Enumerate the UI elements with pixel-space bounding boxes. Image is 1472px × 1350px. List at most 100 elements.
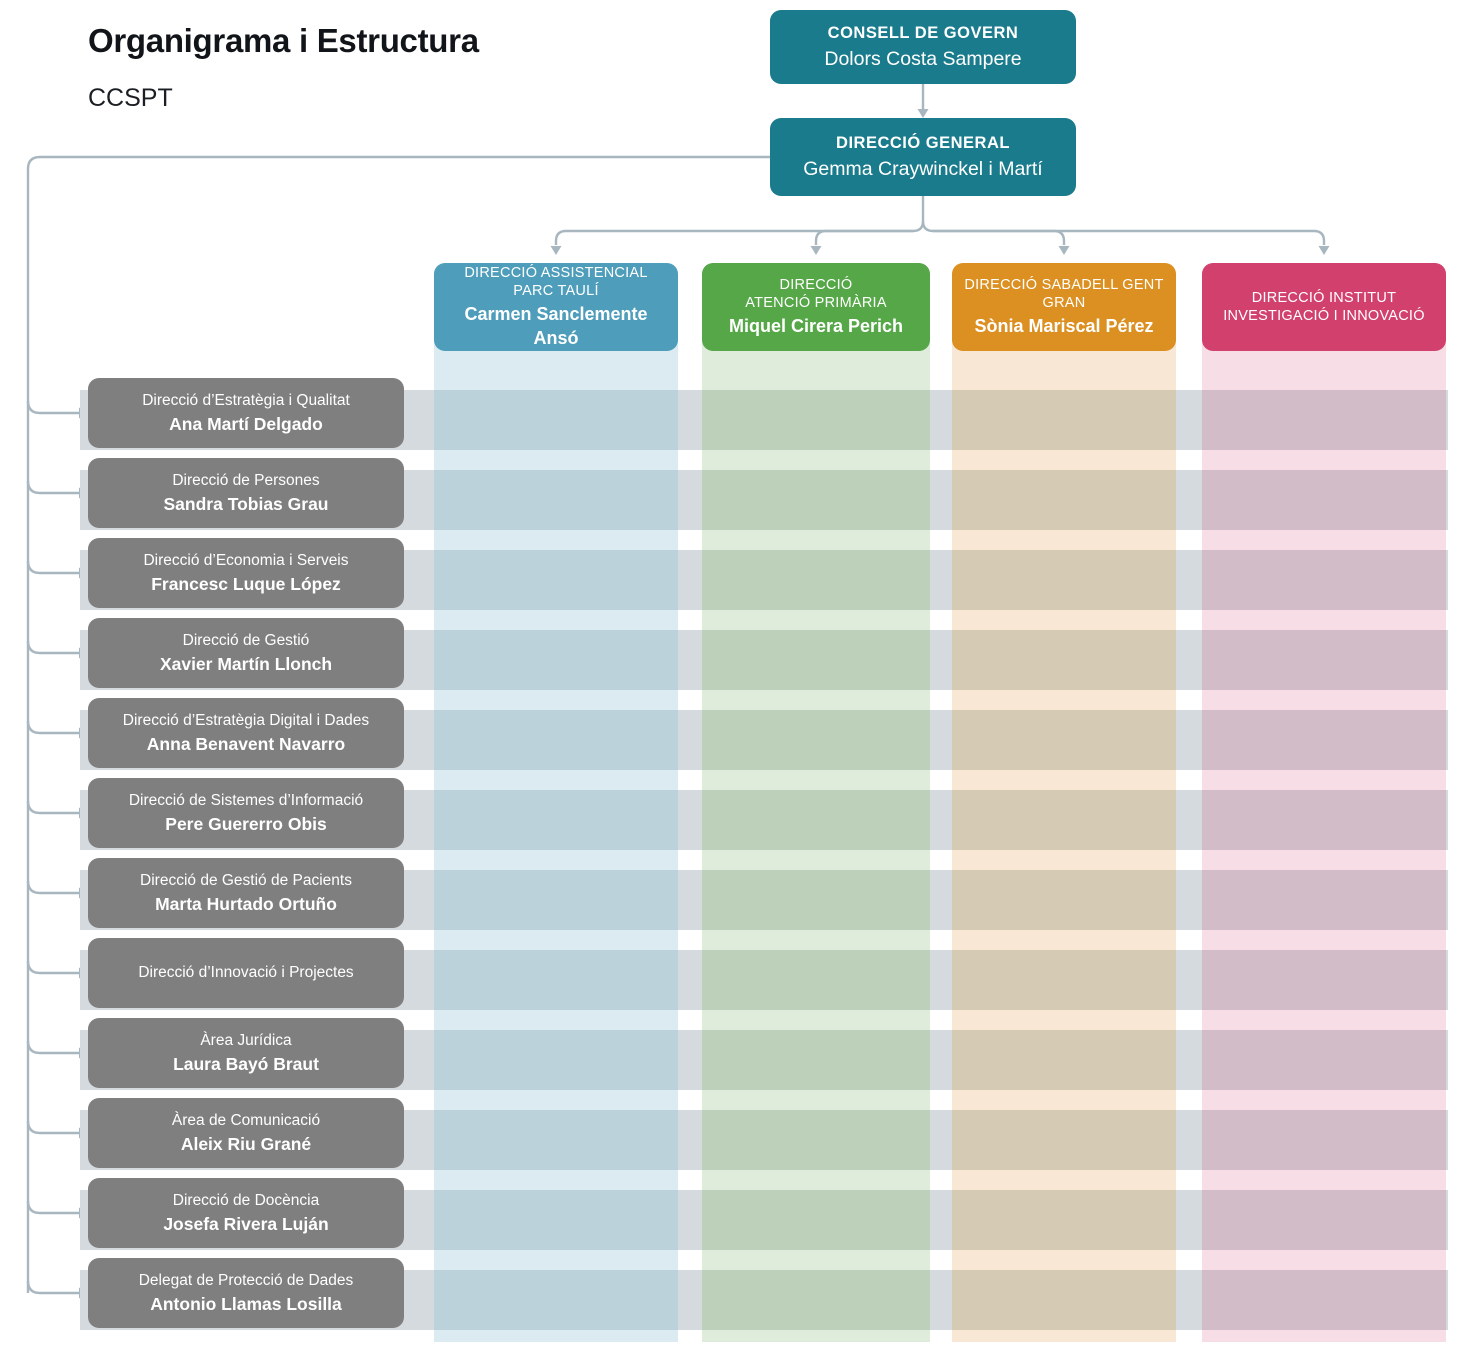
row-band-cell [702, 1270, 930, 1330]
row-band-cell [952, 1030, 1176, 1090]
row-band-cell [434, 1190, 678, 1250]
staff-person: Pere Guererro Obis [165, 813, 327, 834]
node-role: DIRECCIÓ GENERAL [836, 133, 1010, 152]
row-band-cell [702, 790, 930, 850]
row-band-cell [1202, 470, 1446, 530]
connector-path [26, 480, 79, 495]
row-band-cell [434, 710, 678, 770]
staff-person: Sandra Tobias Grau [163, 493, 329, 514]
staff-role: Direcció d’Economia i Serveis [143, 551, 349, 569]
node-role: CONSELL DE GOVERN [827, 23, 1019, 42]
staff-box-8[interactable]: Direcció d’Innovació i Projectes [88, 938, 404, 1008]
connector-path [933, 229, 1066, 245]
row-band-cell [702, 870, 930, 930]
connector-path [26, 800, 79, 815]
row-band-cell [1202, 1030, 1446, 1090]
row-band-cell [952, 1190, 1176, 1250]
staff-role: Direcció d’Estratègia Digital i Dades [122, 711, 370, 729]
staff-role: Direcció de Sistemes d’Informació [128, 791, 364, 809]
row-band-cell [1202, 950, 1446, 1010]
direction-role-line1: DIRECCIÓ INSTITUT [1251, 289, 1397, 306]
row-band-cell [952, 710, 1176, 770]
connector-path [26, 1280, 79, 1295]
staff-person: Anna Benavent Navarro [146, 733, 346, 754]
row-band-cell [952, 470, 1176, 530]
staff-role: Direcció d’Estratègia i Qualitat [142, 391, 350, 409]
direction-role-line1: DIRECCIÓ ASSISTENCIAL [464, 264, 648, 281]
row-band-cell [952, 950, 1176, 1010]
direction-person: Miquel Cirera Perich [728, 315, 904, 336]
connector-path [26, 640, 79, 655]
row-band-cell [434, 870, 678, 930]
arrow-head [1058, 246, 1070, 255]
staff-role: Direcció de Persones [172, 471, 320, 489]
row-band-cell [434, 1030, 678, 1090]
node-direccio-general[interactable]: DIRECCIÓ GENERAL Gemma Craywinckel i Mar… [770, 118, 1076, 196]
staff-person: Aleix Riu Grané [180, 1133, 312, 1154]
row-band-cell [1202, 870, 1446, 930]
row-band-cell [952, 630, 1176, 690]
direction-role-line2: INVESTIGACIÓ I INNOVACIÓ [1223, 308, 1425, 324]
row-band-cell [952, 870, 1176, 930]
row-band-cell [702, 550, 930, 610]
row-band-cell [434, 1110, 678, 1170]
row-band-cell [1202, 790, 1446, 850]
direction-box-4[interactable]: DIRECCIÓ INSTITUT INVESTIGACIÓ I INNOVACI… [1202, 263, 1446, 351]
connector-path [26, 560, 79, 575]
staff-role: Àrea Jurídica [200, 1031, 292, 1049]
staff-person: Francesc Luque López [151, 573, 341, 594]
connector-path [26, 1200, 79, 1215]
connector-path [26, 720, 79, 735]
direction-role-line2: PARC TAULÍ [513, 283, 599, 300]
staff-role: Direcció de Gestió [182, 631, 310, 649]
page-title: Organigrama i Estructura [88, 22, 479, 59]
row-band-cell [702, 1190, 930, 1250]
direction-role-line1: DIRECCIÓ [779, 276, 853, 293]
row-band-cell [1202, 550, 1446, 610]
row-band-cell [952, 390, 1176, 450]
arrow-head [1318, 246, 1330, 255]
row-band-cell [1202, 630, 1446, 690]
page-subtitle: CCSPT [88, 84, 173, 112]
row-band-cell [1202, 390, 1446, 450]
row-band-cell [434, 1270, 678, 1330]
direction-role-line2: GRAN [1042, 294, 1086, 311]
row-band-cell [952, 1110, 1176, 1170]
row-band-cell [702, 470, 930, 530]
arrow-head [810, 246, 822, 255]
row-band-cell [702, 710, 930, 770]
row-band-cell [434, 790, 678, 850]
staff-person: Josefa Rivera Luján [163, 1213, 329, 1234]
staff-role: Direcció de Gestió de Pacients [140, 871, 352, 889]
node-consell-de-govern[interactable]: CONSELL DE GOVERN Dolors Costa Sampere [770, 10, 1076, 84]
connector-path [26, 1120, 79, 1135]
connector-path [814, 229, 913, 245]
row-band-cell [952, 1270, 1176, 1330]
arrow-head [917, 109, 929, 118]
arrow-head [550, 246, 562, 255]
connector-path [26, 1040, 79, 1055]
staff-person: Marta Hurtado Ortuño [155, 893, 337, 914]
staff-person: Xavier Martín Llonch [159, 653, 333, 674]
row-band-cell [702, 390, 930, 450]
row-band-cell [1202, 710, 1446, 770]
staff-role: Àrea de Comunicació [171, 1111, 321, 1129]
row-band-cell [952, 790, 1176, 850]
direction-person: Sònia Mariscal Pérez [974, 315, 1154, 336]
row-band-cell [1202, 1110, 1446, 1170]
